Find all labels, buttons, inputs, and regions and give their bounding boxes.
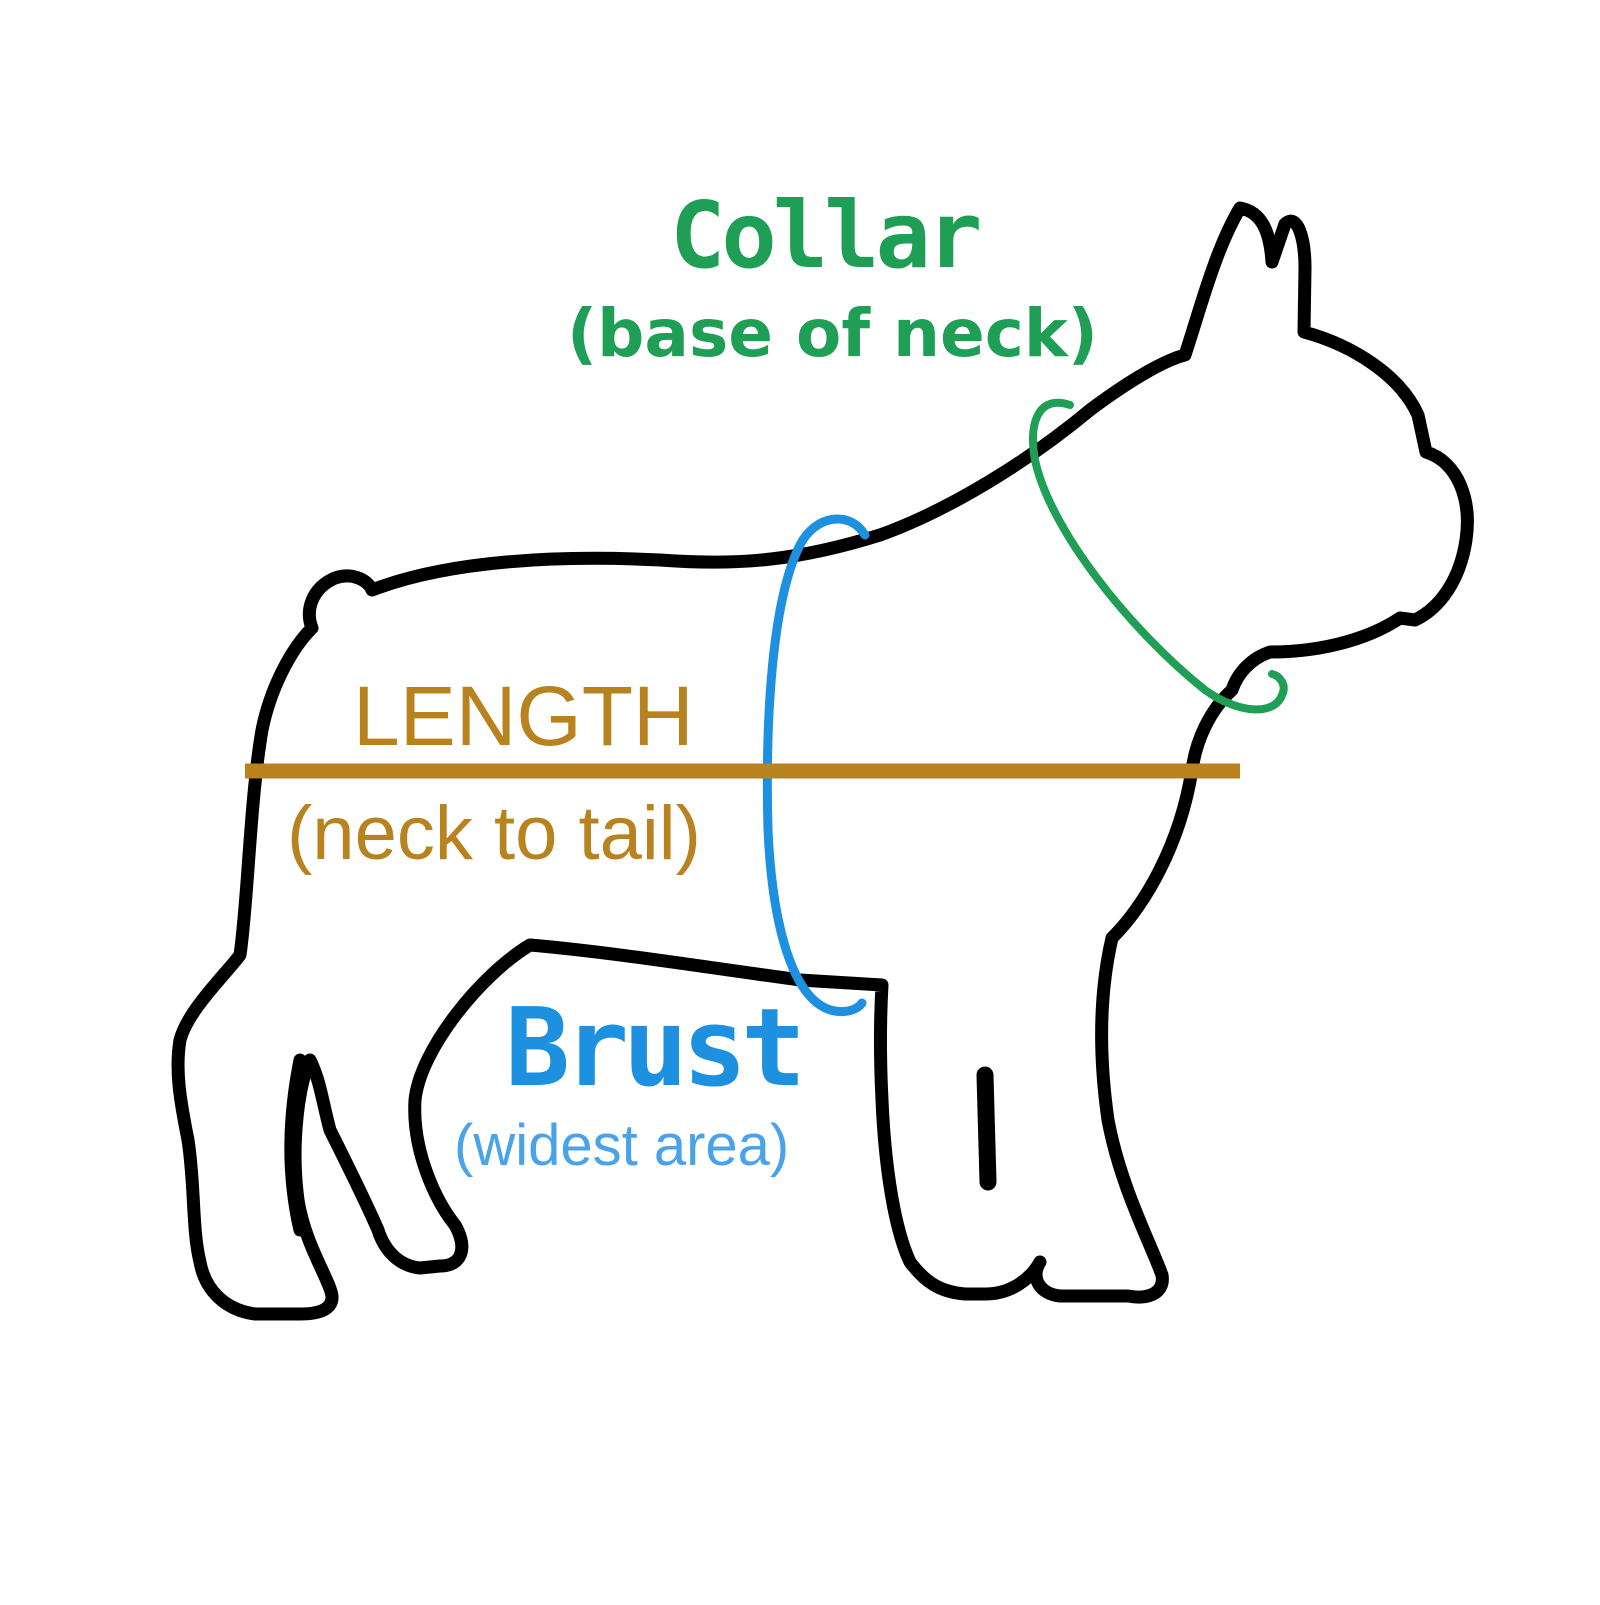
- brust-sublabel: (widest area): [454, 1113, 790, 1178]
- dog-outline: [171, 201, 1474, 1321]
- hind-leg-detail: [284, 1053, 307, 1237]
- collar-sublabel: (base of neck): [567, 295, 1098, 372]
- brust-measure-loop: [762, 514, 870, 1016]
- length-sublabel: (neck to tail): [287, 791, 701, 876]
- length-label: LENGTH: [353, 669, 694, 763]
- front-leg-detail: [976, 1066, 997, 1191]
- brust-label: Brust: [505, 986, 806, 1111]
- collar-measure-loop: [1029, 399, 1288, 714]
- collar-label: Collar: [670, 182, 982, 289]
